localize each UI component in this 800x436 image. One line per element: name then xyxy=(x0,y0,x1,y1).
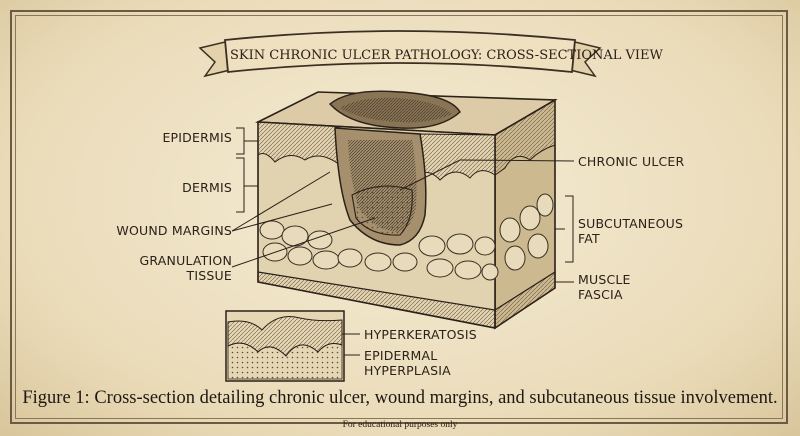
diagram-title: SKIN CHRONIC ULCER PATHOLOGY: CROSS-SECT… xyxy=(230,48,663,63)
label-dermis: DERMIS xyxy=(182,180,232,195)
label-hyperkeratosis: HYPERKERATOSIS xyxy=(364,327,477,342)
label-epidermal-line2: HYPERPLASIA xyxy=(364,363,451,378)
inset-detail xyxy=(225,310,345,382)
tissue-block xyxy=(254,90,558,330)
outer-frame xyxy=(10,10,788,424)
label-subcutaneous-line2: FAT xyxy=(578,231,600,246)
leader-lines xyxy=(231,127,575,356)
label-epidermis: EPIDERMIS xyxy=(162,130,232,145)
label-wound-margins: WOUND MARGINS xyxy=(116,223,232,238)
label-muscle-line2: FASCIA xyxy=(578,287,623,302)
title-banner xyxy=(198,30,602,78)
label-chronic-ulcer: CHRONIC ULCER xyxy=(578,154,685,169)
footnote: For educational purposes only xyxy=(342,420,458,430)
label-subcutaneous-line1: SUBCUTANEOUS xyxy=(578,216,684,231)
figure-caption: Figure 1: Cross-section detailing chroni… xyxy=(22,388,778,408)
label-granulation-line2: TISSUE xyxy=(186,268,232,283)
label-granulation-line1: GRANULATION xyxy=(139,253,232,268)
inner-frame xyxy=(15,15,783,419)
label-epidermal-line1: EPIDERMAL xyxy=(364,348,438,363)
label-muscle-line1: MUSCLE xyxy=(578,272,631,287)
